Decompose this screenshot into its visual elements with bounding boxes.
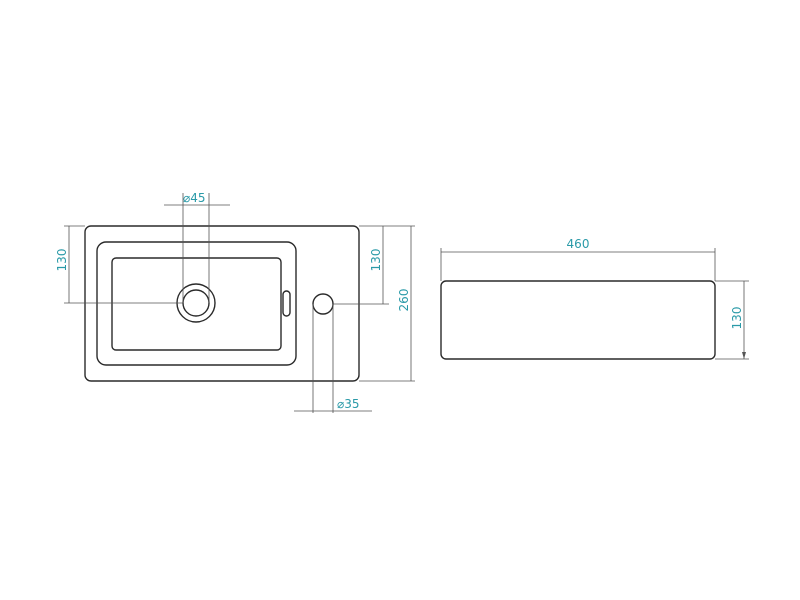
tap-height-label: 130 [369, 249, 383, 272]
basin-bowl [111, 257, 282, 351]
basin-inner-rim [96, 241, 297, 366]
drain-height-label: 130 [55, 249, 69, 272]
height-arrow-icon [742, 352, 746, 359]
overflow-slot [282, 290, 291, 317]
drain-inner-ring [182, 289, 210, 317]
tap-hole-diameter-label: ⌀35 [337, 397, 360, 411]
top-view: ⌀45 130 130 260 ⌀35 [55, 191, 415, 413]
height-label: 130 [730, 307, 744, 330]
tap-hole [312, 293, 334, 315]
side-view: 460 130 [440, 237, 749, 360]
side-view-outline [440, 280, 716, 360]
depth-label: 260 [397, 289, 411, 312]
width-label: 460 [567, 237, 590, 251]
basin-outer-outline [84, 225, 360, 382]
drain-diameter-label: ⌀45 [183, 191, 206, 205]
